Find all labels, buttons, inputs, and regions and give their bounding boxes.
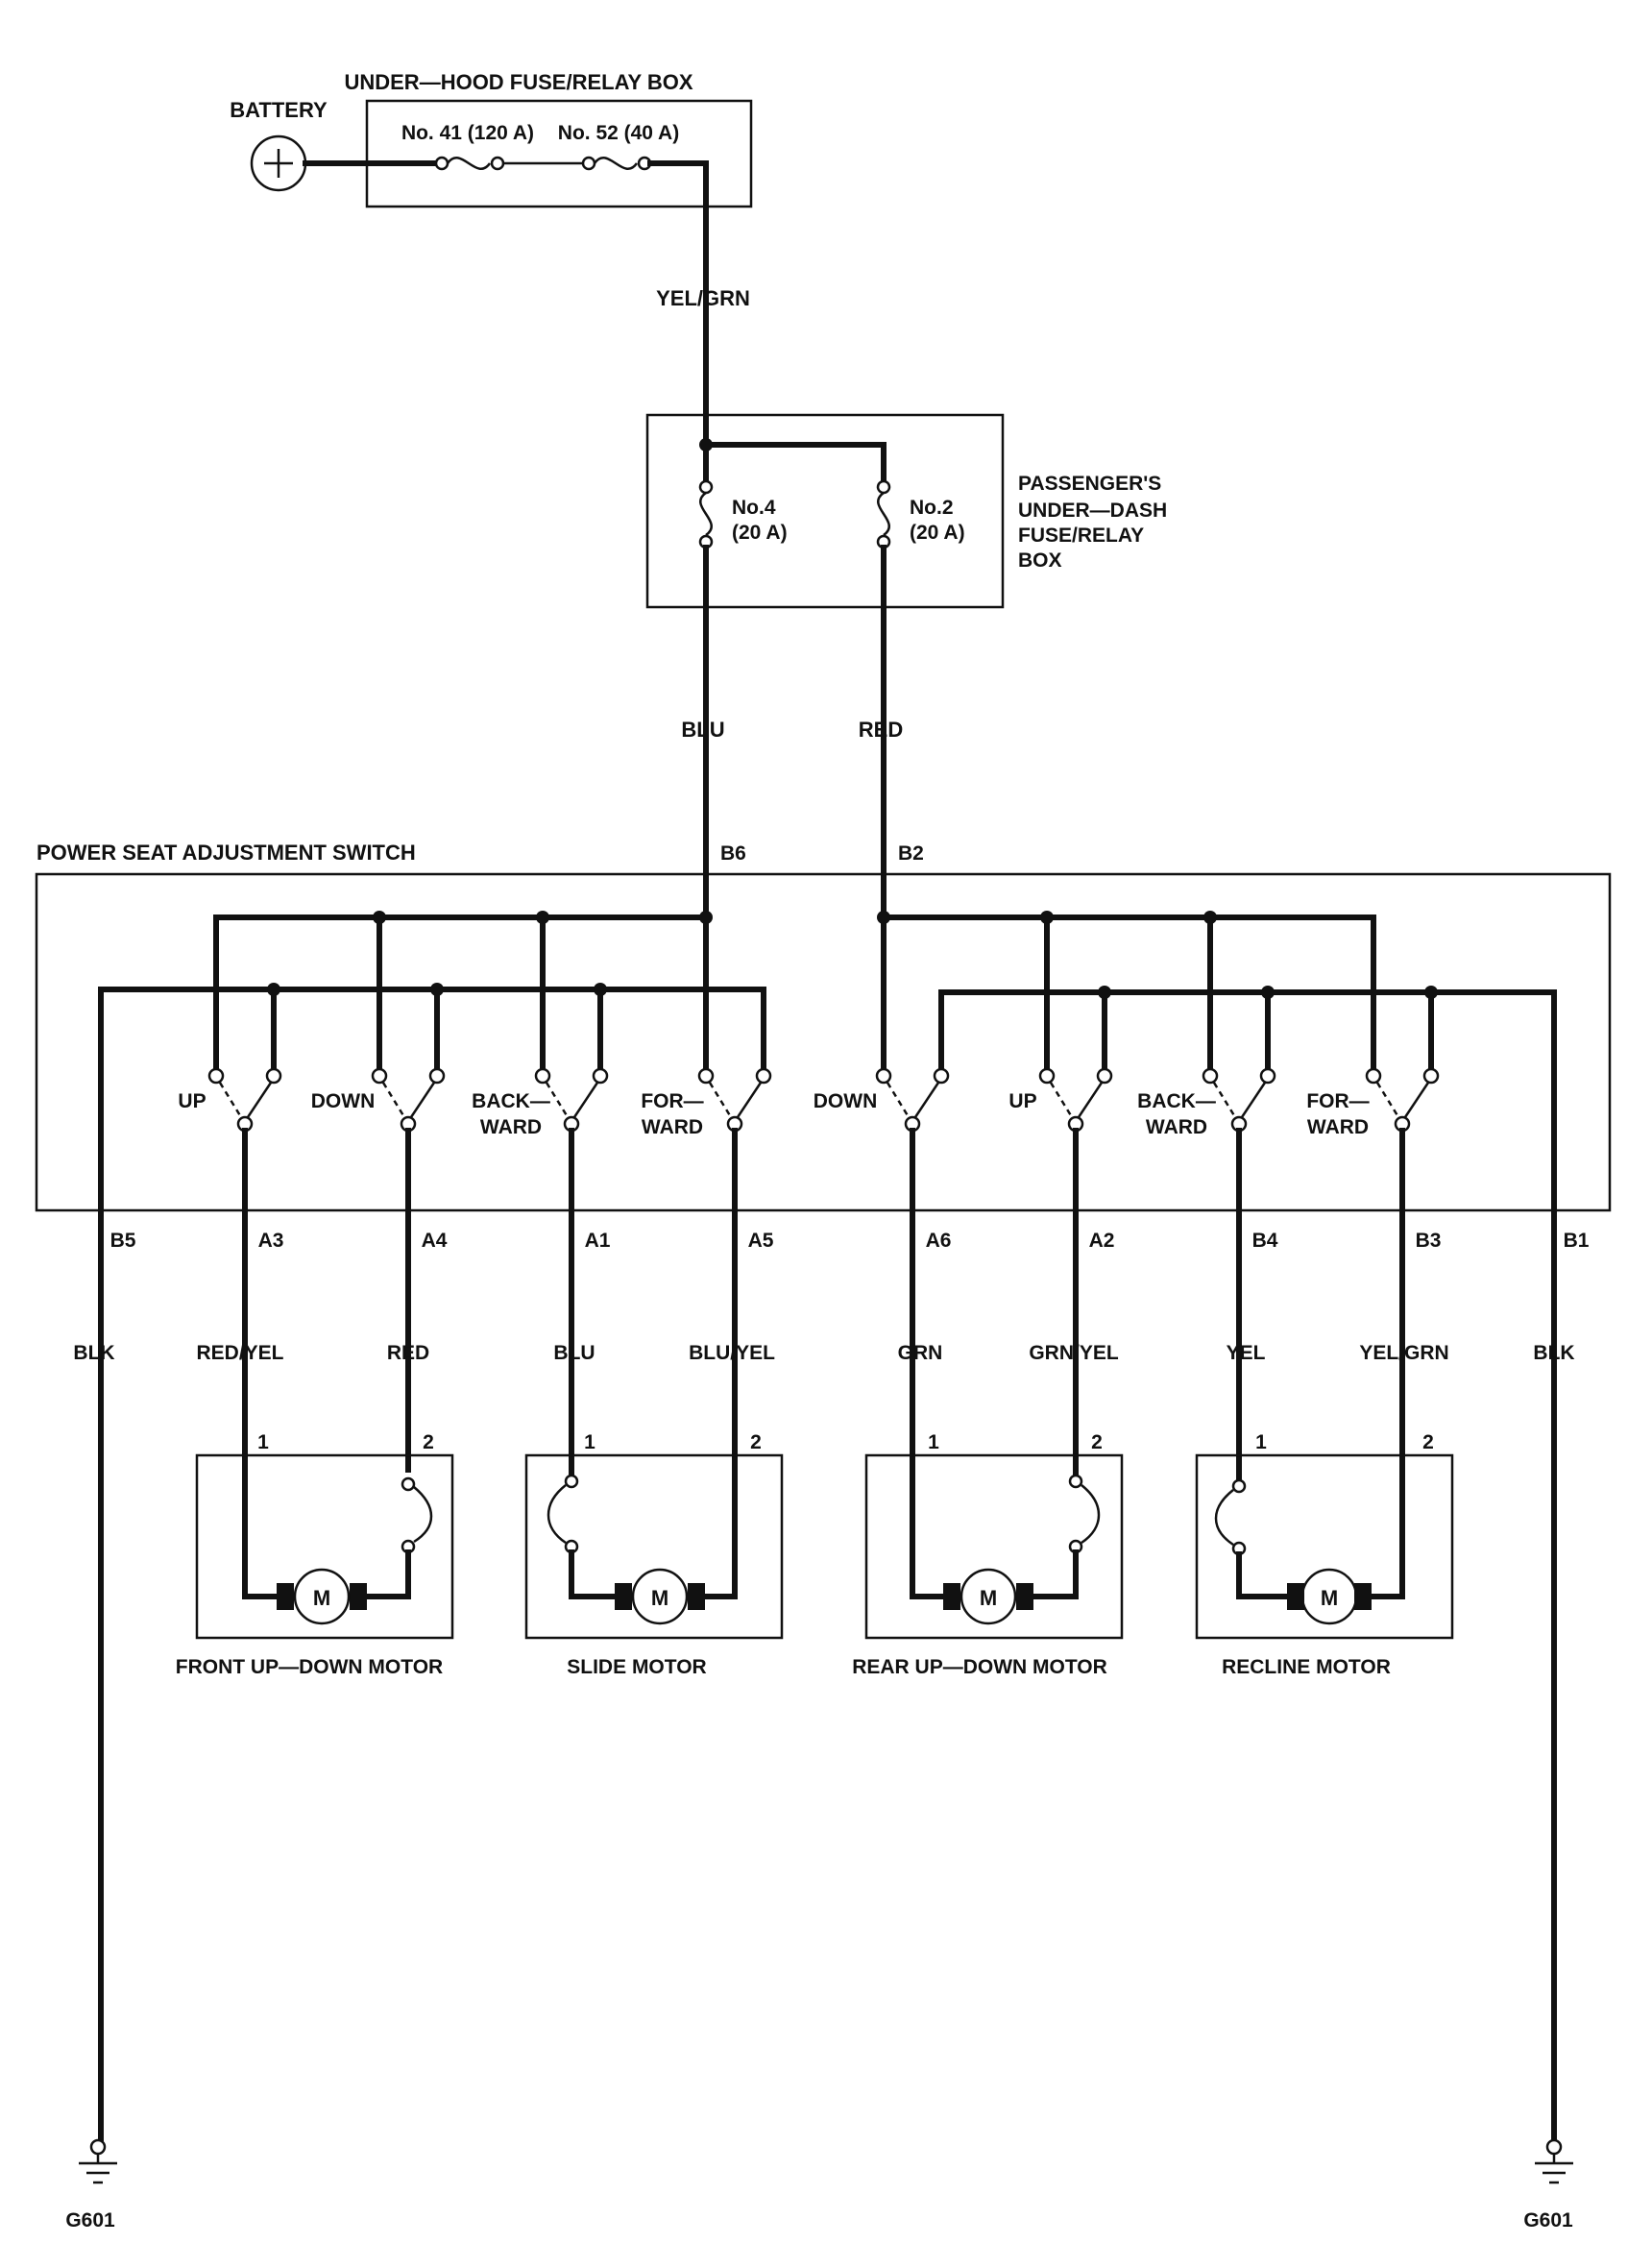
ground-label-right: G601 <box>1523 2209 1573 2231</box>
terminal-1-slide: 1 <box>584 1431 595 1453</box>
under-dash-box-outline <box>645 413 1005 609</box>
under-dash-box-title-4: BOX <box>1018 549 1062 572</box>
under-hood-box-outline <box>365 99 753 208</box>
fuse-41 <box>434 156 505 171</box>
motor-symbol-slide: M <box>651 1586 668 1610</box>
switch-backward-left <box>534 1067 609 1133</box>
label-forward-left-1: FOR— <box>641 1090 703 1112</box>
motor-symbol-recline: M <box>1321 1586 1338 1610</box>
fuse-no2-label: No.2 <box>910 497 954 519</box>
recline-motor-label: RECLINE MOTOR <box>1222 1656 1391 1678</box>
wire-blu-feed: BLU <box>681 718 724 742</box>
fuse-52 <box>581 156 652 171</box>
fuse-52-label: No. 52 (40 A) <box>558 122 679 144</box>
wire-label-blk-left: BLK <box>73 1342 114 1364</box>
pin-b2: B2 <box>898 842 924 865</box>
pin-a4: A4 <box>422 1230 448 1252</box>
label-backward-right-2: WARD <box>1146 1116 1207 1138</box>
under-hood-fuse-box: UNDER—HOOD FUSE/RELAY BOX No. 41 (120 A)… <box>303 70 753 448</box>
wire-red-feed: RED <box>859 718 903 742</box>
pin-a6: A6 <box>926 1230 952 1252</box>
fuse-41-label: No. 41 (120 A) <box>401 122 534 144</box>
wire-label-red: RED <box>387 1342 429 1364</box>
fuse-no2-rating: (20 A) <box>910 522 965 544</box>
wire-label-yel-grn: YEL/GRN <box>1359 1342 1448 1364</box>
pin-b3: B3 <box>1416 1230 1442 1252</box>
rear-up-down-motor: 1 2 M REAR UP—DOWN MOTOR <box>852 1431 1124 1678</box>
under-dash-box-title-2: UNDER—DASH <box>1018 500 1167 522</box>
wire-label-blk-right: BLK <box>1533 1342 1574 1364</box>
front-up-down-motor: 1 2 M FRONT UP—DOWN MOTOR <box>176 1431 454 1678</box>
fuse-no2 <box>876 479 891 549</box>
wire-label-blu: BLU <box>553 1342 595 1364</box>
fuse-no4-label: No.4 <box>732 497 776 519</box>
battery-label: BATTERY <box>230 98 328 122</box>
pin-a2: A2 <box>1089 1230 1115 1252</box>
label-down-right: DOWN <box>814 1090 878 1112</box>
switch-forward-left <box>697 1067 772 1133</box>
label-forward-right-2: WARD <box>1307 1116 1369 1138</box>
wire-yel-grn-main: YEL/GRN <box>656 286 750 310</box>
label-up-right: UP <box>1008 1090 1036 1112</box>
motor-symbol-rear: M <box>980 1586 997 1610</box>
wire-label-yel: YEL <box>1227 1342 1266 1364</box>
fuse-no4 <box>698 479 714 549</box>
pin-a5: A5 <box>748 1230 774 1252</box>
switch-down-left <box>371 1067 446 1133</box>
wire-label-red-yel: RED/YEL <box>196 1342 283 1364</box>
wire-label-grn-yel: GRN/YEL <box>1029 1342 1119 1364</box>
terminal-2-slide: 2 <box>750 1431 762 1453</box>
pin-b6: B6 <box>720 842 746 865</box>
motor-symbol-front: M <box>313 1586 330 1610</box>
switch-down-right <box>875 1067 950 1133</box>
label-backward-left-2: WARD <box>480 1116 542 1138</box>
under-hood-box-title: UNDER—HOOD FUSE/RELAY BOX <box>344 70 692 94</box>
recline-motor: 1 2 M RECLINE MOTOR <box>1195 1431 1454 1678</box>
terminal-1-recline: 1 <box>1255 1431 1267 1453</box>
label-backward-left-1: BACK— <box>472 1090 550 1112</box>
terminal-1-front: 1 <box>257 1431 269 1453</box>
under-dash-fuse-box: PASSENGER'S UNDER—DASH FUSE/RELAY BOX No… <box>645 413 1167 920</box>
terminal-2-rear: 2 <box>1091 1431 1103 1453</box>
rear-up-down-motor-label: REAR UP—DOWN MOTOR <box>852 1656 1107 1678</box>
pin-b1: B1 <box>1564 1230 1590 1252</box>
terminal-1-rear: 1 <box>928 1431 939 1453</box>
switch-title: POWER SEAT ADJUSTMENT SWITCH <box>36 841 416 865</box>
slide-motor: 1 2 M SLIDE MOTOR <box>524 1431 784 1678</box>
label-down-left: DOWN <box>311 1090 376 1112</box>
wire-label-grn: GRN <box>898 1342 943 1364</box>
battery: BATTERY <box>230 98 328 192</box>
pin-b5: B5 <box>110 1230 136 1252</box>
pin-a1: A1 <box>585 1230 611 1252</box>
terminal-2-front: 2 <box>423 1431 434 1453</box>
wire-label-blu-yel: BLU/YEL <box>689 1342 775 1364</box>
ground-left: G601 <box>65 2138 117 2231</box>
pin-a3: A3 <box>258 1230 284 1252</box>
front-up-down-motor-label: FRONT UP—DOWN MOTOR <box>176 1656 443 1678</box>
terminal-2-recline: 2 <box>1422 1431 1434 1453</box>
slide-motor-label: SLIDE MOTOR <box>567 1656 706 1678</box>
label-backward-right-1: BACK— <box>1137 1090 1216 1112</box>
ground-right: G601 <box>1523 2138 1573 2231</box>
switch-up-left <box>207 1067 282 1133</box>
pin-b4: B4 <box>1252 1230 1278 1252</box>
ground-label-left: G601 <box>65 2209 115 2231</box>
power-seat-switch: POWER SEAT ADJUSTMENT SWITCH B6 B2 <box>35 841 1612 1223</box>
switch-outline <box>35 872 1612 1212</box>
switch-backward-right <box>1202 1067 1276 1133</box>
under-dash-box-title-1: PASSENGER'S <box>1018 473 1161 495</box>
label-forward-right-1: FOR— <box>1306 1090 1369 1112</box>
label-up-left: UP <box>178 1090 206 1112</box>
under-dash-box-title-3: FUSE/RELAY <box>1018 524 1144 547</box>
fuse-no4-rating: (20 A) <box>732 522 788 544</box>
switch-up-right <box>1038 1067 1113 1133</box>
label-forward-left-2: WARD <box>642 1116 703 1138</box>
switch-forward-right <box>1365 1067 1440 1133</box>
